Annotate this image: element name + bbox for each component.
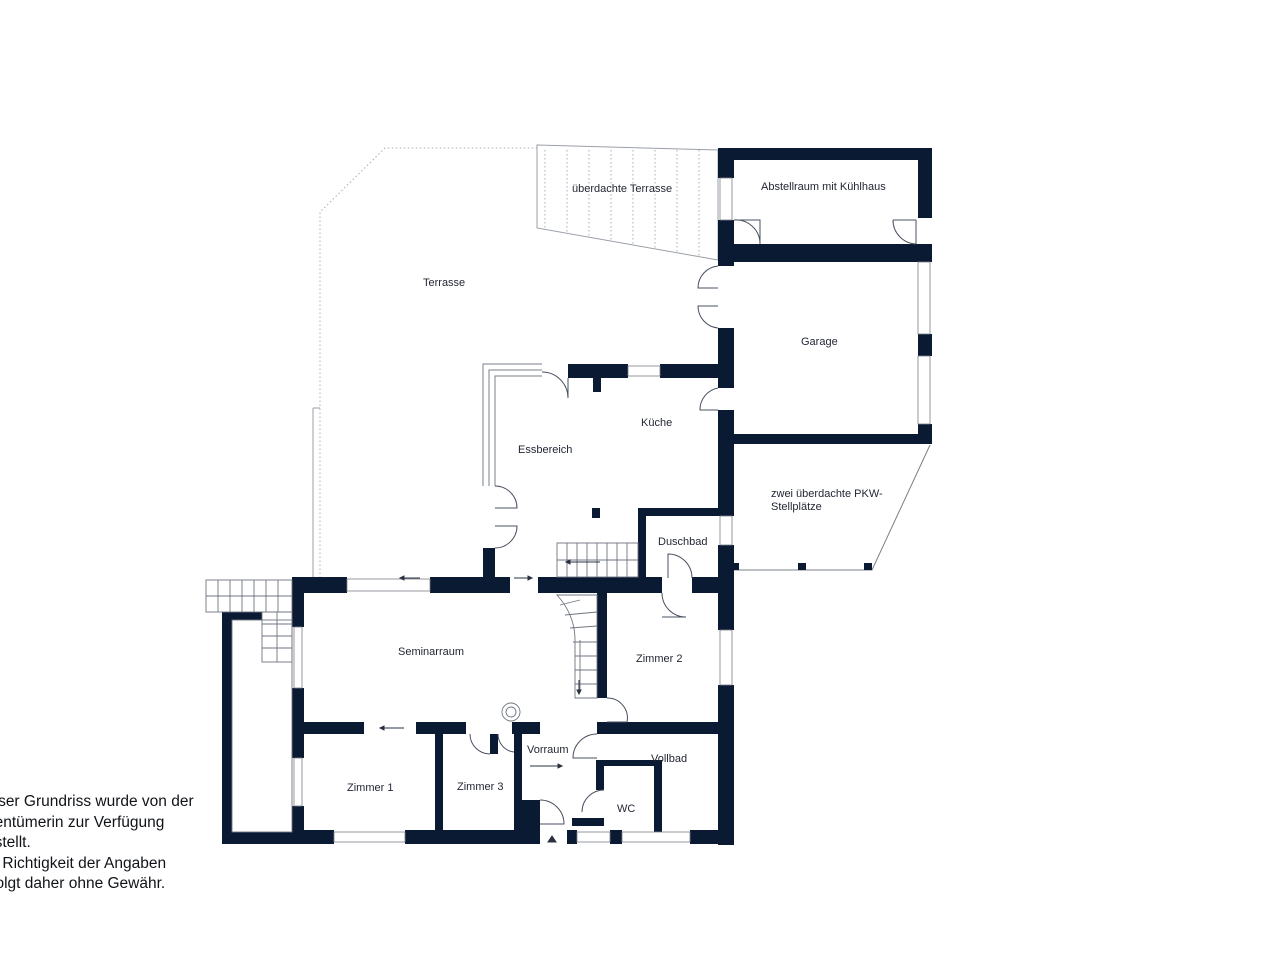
covered-terrace-hatch bbox=[536, 144, 719, 261]
disclaimer-text: ieser Grundriss wurde von der gentümerin… bbox=[0, 792, 194, 895]
label-terrasse: Terrasse bbox=[423, 277, 465, 289]
terrace-outline bbox=[312, 147, 537, 578]
label-stellplaetze-1: zwei überdachte PKW- bbox=[771, 488, 883, 500]
walls bbox=[222, 148, 932, 845]
label-kueche: Küche bbox=[641, 417, 672, 429]
disclaimer-line: estellt. bbox=[0, 834, 31, 851]
label-essbereich: Essbereich bbox=[518, 444, 572, 456]
fixtures bbox=[501, 508, 599, 843]
label-zimmer2: Zimmer 2 bbox=[636, 653, 682, 665]
doors bbox=[469, 219, 917, 825]
disclaimer-line: rfolgt daher ohne Gewähr. bbox=[0, 875, 166, 892]
label-vorraum: Vorraum bbox=[527, 744, 569, 756]
label-seminarraum: Seminarraum bbox=[398, 646, 464, 658]
disclaimer-line: ie Richtigkeit der Angaben bbox=[0, 854, 167, 872]
stairs bbox=[205, 542, 639, 833]
label-duschbad: Duschbad bbox=[658, 536, 708, 548]
label-garage: Garage bbox=[801, 336, 838, 348]
sliding-door-arrows bbox=[378, 559, 600, 769]
disclaimer-line: gentümerin zur Verfügung bbox=[0, 813, 165, 831]
disclaimer-line: ieser Grundriss wurde von der bbox=[0, 793, 194, 810]
label-abstellraum: Abstellraum mit Kühlhaus bbox=[761, 181, 886, 193]
label-zimmer1: Zimmer 1 bbox=[347, 782, 393, 794]
label-ueberdachte-terrasse: überdachte Terrasse bbox=[572, 183, 672, 195]
carport-outline bbox=[732, 444, 931, 571]
label-stellplaetze-2: Stellplätze bbox=[771, 501, 822, 513]
label-zimmer3: Zimmer 3 bbox=[457, 781, 503, 793]
label-wc: WC bbox=[617, 803, 635, 815]
windows bbox=[293, 177, 931, 843]
room-labels: überdachte Terrasse Abstellraum mit Kühl… bbox=[347, 181, 886, 815]
label-vollbad: Vollbad bbox=[651, 753, 687, 765]
